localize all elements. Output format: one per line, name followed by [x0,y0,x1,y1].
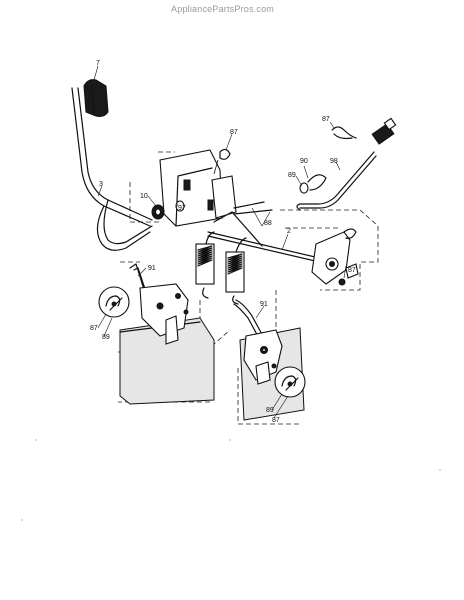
callout-90: 90 [300,158,308,165]
callout-98: 98 [330,158,338,165]
callout-87-right: 87 [348,267,356,274]
cross-rod [207,231,329,265]
right-lever [311,228,359,286]
callout-87-left: 87 [90,325,98,332]
callout-87-bottom: 87 [272,417,280,424]
cotter-pin-top [213,148,231,175]
coil-spring-left [195,243,215,285]
callout-10: 10 [140,193,148,200]
callout-87-rod: 87 [322,116,330,123]
right-rod [296,151,377,211]
lift-handle [71,87,153,251]
callout-3: 3 [99,181,103,188]
callout-89-left: 89 [102,334,110,341]
right-detail-circle [274,366,306,398]
right-linkage [233,299,283,385]
rod-spring-tip [371,117,397,145]
leader-lines [93,65,347,419]
left-linkage [129,263,189,345]
coil-spring-right [225,251,245,293]
spring-rods [213,201,273,247]
rod-clip [299,174,327,194]
callout-87-top: 87 [230,129,238,136]
spring-hooks [202,231,247,305]
callout-91-right: 91 [260,301,268,308]
rod-cotter-pin [331,126,357,140]
callout-7: 7 [96,60,100,67]
callout-89-bottom: 89 [266,407,274,414]
upper-bracket [159,149,237,227]
callout-97: 97 [178,205,186,212]
callout-2: 2 [287,228,291,235]
handle-grip [83,79,109,117]
watermark: AppliancePartsPros.com [171,4,274,14]
pivot-spring [151,200,185,220]
callout-91-left: 91 [148,265,156,272]
callout-88: 88 [264,220,272,227]
left-detail-circle [98,286,130,318]
scan-specks [21,439,441,521]
callouts: 7 3 87 10 97 88 2 87 90 89 98 87 91 87 8… [90,60,356,424]
callout-89-right: 89 [288,172,296,179]
